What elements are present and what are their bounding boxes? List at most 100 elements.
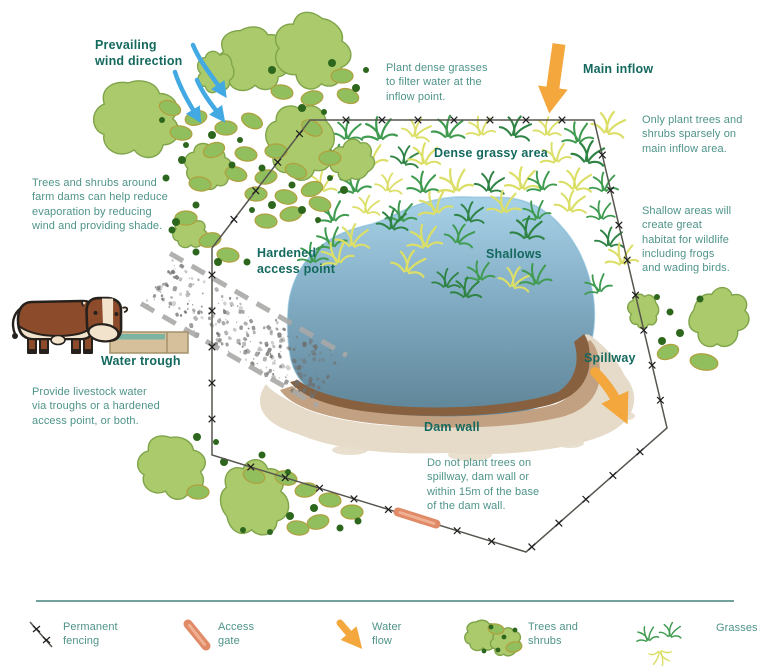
shrub-dot	[495, 647, 501, 653]
grass-tuft	[320, 240, 355, 267]
shrub-dot	[240, 527, 246, 533]
spillway-arrow	[590, 367, 629, 425]
shrub-dot	[214, 258, 222, 266]
shrub-dot	[267, 529, 273, 535]
shrub-dot	[285, 469, 291, 475]
fence-x-mark	[342, 116, 350, 124]
grass-tuft	[334, 223, 371, 249]
fence-x-mark	[636, 448, 644, 456]
shrub-dot	[696, 295, 704, 303]
shrub-dot	[192, 201, 200, 209]
grass-tuft	[636, 626, 660, 642]
shrub-dot	[192, 248, 200, 256]
legend-label-permanent-fencing: Permanent fencing	[63, 621, 118, 648]
fence-x-mark	[615, 221, 623, 229]
shrub	[188, 176, 212, 192]
shrub-dot	[340, 186, 348, 194]
dam-wall-label: Dam wall	[424, 420, 480, 434]
grass-tuft	[443, 223, 476, 249]
shrub	[186, 484, 210, 500]
shrub-dot	[363, 67, 369, 73]
shrub	[270, 84, 294, 100]
shrub-dot	[481, 648, 487, 654]
shrub-dot	[488, 624, 494, 630]
grass-tuft	[473, 170, 506, 195]
legend-label-trees-shrubs: Trees and shrubs	[528, 621, 579, 648]
legend	[29, 600, 734, 667]
shrub-dot	[321, 109, 327, 115]
sparse-planting-note: Only plant trees and shrubs sparsely on …	[642, 114, 743, 155]
shrub-dot	[286, 512, 294, 520]
shrub-dot	[178, 156, 186, 164]
grass-tuft	[539, 141, 572, 164]
tree-blob	[196, 50, 235, 94]
fence-x-mark	[208, 379, 216, 387]
fence-x-mark	[295, 129, 304, 138]
grass-tuft	[352, 194, 381, 216]
fence-x-mark	[208, 415, 216, 423]
tree-blob	[216, 26, 290, 92]
grass-tuft	[390, 145, 420, 169]
grass-tuft	[401, 118, 432, 143]
cow-illustration	[11, 296, 129, 354]
fence-x-mark	[208, 271, 216, 279]
tree-blob	[274, 11, 352, 90]
shallows-label: Shallows	[486, 247, 542, 261]
tree-blob	[92, 80, 180, 159]
grass-tuft	[519, 262, 553, 286]
fence-x-mark	[252, 187, 260, 195]
grass-tuft	[437, 168, 474, 194]
shrub-dot	[654, 294, 660, 300]
hardened-access-label: Hardened access point	[257, 246, 336, 276]
grass-tuft	[590, 110, 627, 139]
shrub	[158, 99, 182, 117]
shrub	[244, 186, 268, 202]
dense-grassy-area-label: Dense grassy area	[434, 146, 548, 160]
water-trough-illustration	[109, 331, 189, 354]
grass-tuft	[465, 115, 497, 137]
shrub-dot	[183, 142, 189, 148]
shrub	[174, 210, 198, 226]
dense-grasses	[296, 110, 640, 299]
shrub	[340, 504, 364, 520]
grass-tuft	[331, 118, 364, 141]
grass-tuft	[406, 142, 442, 166]
fence-x-mark	[558, 116, 566, 124]
grass-tuft	[406, 223, 444, 249]
grass-tuft	[658, 621, 682, 639]
grass-tuft	[431, 267, 461, 289]
grass-tuft	[586, 200, 616, 221]
grass-tuft	[374, 172, 403, 195]
fence-x-mark	[350, 495, 358, 503]
shrub-dot	[336, 524, 344, 532]
trees-shrubs-note: Trees and shrubs around farm dams can he…	[32, 177, 168, 232]
shrub	[264, 143, 288, 159]
shrub-dot	[327, 175, 333, 181]
shrub-dot	[676, 329, 684, 337]
shrub	[224, 166, 248, 182]
shrub-dot	[162, 174, 170, 182]
shrub	[234, 146, 258, 162]
shrub-dot	[168, 226, 176, 234]
fence-x-mark	[555, 519, 563, 527]
fence-x-mark	[487, 537, 496, 546]
fence-x-mark	[606, 186, 615, 194]
shrub-dot	[328, 59, 336, 67]
shrub	[300, 90, 324, 106]
shrub	[330, 68, 354, 84]
tree-blob	[627, 293, 660, 330]
grass-tuft	[553, 189, 587, 214]
spillway-label: Spillway	[584, 351, 636, 365]
grass-tuft	[375, 207, 409, 231]
dam-water	[286, 196, 596, 421]
grass-tuft	[417, 190, 454, 216]
fence-x-mark	[247, 463, 255, 471]
shrub-dot	[354, 517, 362, 525]
shrub-dot	[159, 117, 165, 123]
shrub-dot	[258, 164, 266, 172]
shrub	[336, 87, 360, 105]
shrub	[318, 492, 342, 508]
shrub	[318, 150, 342, 166]
